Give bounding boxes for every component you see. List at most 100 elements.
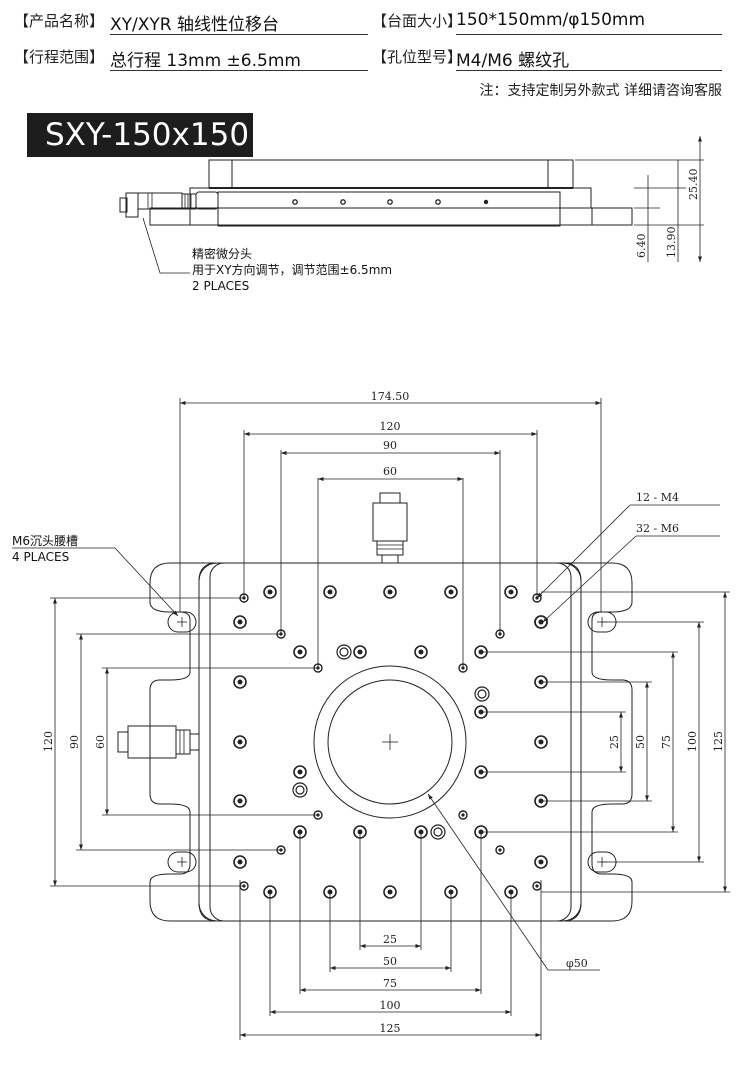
m6-hole: [383, 885, 397, 899]
m6-hole-core: [418, 649, 424, 655]
dim-60: 60: [383, 465, 397, 478]
dim-120: 120: [380, 420, 401, 433]
dim-13-90: 13.90: [665, 227, 678, 259]
m6-hole-core: [297, 829, 303, 835]
m6-hole-core: [357, 829, 363, 835]
slot: [167, 611, 197, 633]
m4-hole-core: [498, 848, 502, 852]
dim-left-120: 120: [42, 731, 55, 752]
m6-hole-core: [538, 739, 544, 745]
dim-174-50: 174.50: [371, 390, 410, 403]
underline: [456, 34, 722, 35]
m6-hole: [233, 794, 247, 808]
dim-right-125: 125: [712, 731, 725, 752]
spec-hole-type: 【孔位型号】 M4/M6 螺纹孔: [372, 46, 732, 72]
m6-hole-core: [538, 619, 544, 625]
center-body: [217, 191, 561, 227]
aperture-outer: [313, 665, 467, 819]
side-holes: [292, 199, 489, 205]
m6-hole: [293, 645, 307, 659]
spec-travel-label: 【行程范围】: [14, 48, 105, 66]
spec-travel: 【行程范围】 总行程 13mm ±6.5mm: [14, 46, 374, 72]
dim-bottom-100: 100: [380, 999, 401, 1012]
dim-right-100: 100: [686, 731, 699, 752]
dim-left-60: 60: [94, 735, 107, 749]
m6-hole: [353, 645, 367, 659]
dowel-pin: [474, 686, 490, 702]
m6-hole: [414, 645, 428, 659]
m6-hole-core: [297, 769, 303, 775]
top-micrometer: [372, 492, 408, 564]
m6-hole-core: [267, 589, 273, 595]
m6-hole: [444, 585, 458, 599]
dim-bottom-125: 125: [380, 1022, 401, 1035]
dowel-pin: [336, 644, 352, 660]
m6-hole-core: [508, 589, 514, 595]
dowel-pin: [477, 689, 487, 699]
middle-plate: [189, 187, 592, 209]
spec-travel-value: 总行程 13mm ±6.5mm: [110, 51, 301, 71]
m6-hole: [293, 765, 307, 779]
m6-hole-core: [237, 798, 243, 804]
m6-hole-core: [387, 589, 393, 595]
m6-hole: [534, 615, 548, 629]
spec-product-name: 【产品名称】 XY/XYR 轴线性位移台: [14, 10, 374, 36]
spec-hole-label: 【孔位型号】: [372, 48, 463, 66]
micrometer-note-2: 用于XY方向调节，调节范围±6.5mm: [192, 262, 392, 277]
side-view: 精密微分头 用于XY方向调节，调节范围±6.5mm 2 PLACES 25.40…: [119, 136, 704, 293]
callout-m6: 32 - M6: [636, 522, 679, 535]
dowel-pin: [295, 785, 305, 795]
side-micrometer: [119, 191, 219, 218]
top-view: 12 - M4 32 - M6 M6沉头腰槽 4 PLACES φ50 174.…: [12, 390, 730, 1040]
m6-hole: [534, 855, 548, 869]
slot-note-1: M6沉头腰槽: [12, 534, 78, 548]
m6-hole-core: [357, 649, 363, 655]
m6-hole-core: [538, 859, 544, 865]
spec-name-value: XY/XYR 轴线性位移台: [110, 15, 280, 35]
dowel-pin: [430, 824, 446, 840]
m6-hole-core: [237, 739, 243, 745]
spec-table-size: 【台面大小】 150*150mm/φ150mm: [372, 10, 732, 36]
m6-hole-core: [237, 859, 243, 865]
spec-size-value: 150*150mm/φ150mm: [456, 10, 646, 30]
dowel-pin: [292, 782, 308, 798]
spec-hole-value: M4/M6 螺纹孔: [456, 51, 570, 71]
m6-hole-core: [297, 649, 303, 655]
dim-right-75: 75: [660, 735, 673, 749]
model-badge: SXY-150x150: [27, 113, 253, 157]
slot-note-2: 4 PLACES: [12, 550, 69, 564]
dim-bottom-25: 25: [383, 933, 397, 946]
aperture-dim: φ50: [566, 957, 588, 970]
spec-size-label: 【台面大小】: [372, 12, 463, 30]
dim-left-90: 90: [68, 735, 81, 749]
m4-hole-core: [461, 813, 465, 817]
m6-hole: [504, 585, 518, 599]
underline: [110, 70, 368, 71]
m6-hole: [233, 615, 247, 629]
custom-note: 注：支持定制另外款式 详细请咨询客服: [479, 83, 722, 99]
left-micrometer: [117, 725, 200, 759]
top-plate: [208, 159, 574, 189]
dim-25-40: 25.40: [687, 169, 700, 201]
dim-bottom-50: 50: [383, 955, 397, 968]
dim-bottom-75: 75: [383, 977, 397, 990]
m4-hole-core: [535, 884, 539, 888]
base-outline: [149, 562, 218, 922]
micrometer-note-1: 精密微分头: [192, 246, 252, 261]
dim-90: 90: [383, 439, 397, 452]
aperture-inner: [327, 679, 453, 805]
underline: [456, 70, 722, 71]
dim-right-50: 50: [634, 735, 647, 749]
underline: [110, 34, 368, 35]
callout-m4: 12 - M4: [636, 491, 679, 504]
m6-hole: [323, 585, 337, 599]
m6-hole: [534, 735, 548, 749]
dim-right-25: 25: [608, 735, 621, 749]
micrometer-note-3: 2 PLACES: [192, 279, 249, 293]
m6-hole: [233, 675, 247, 689]
m6-hole: [233, 735, 247, 749]
dim-6-40: 6.40: [635, 234, 648, 259]
dowel-pin: [433, 827, 443, 837]
m4-hole: [458, 810, 468, 820]
